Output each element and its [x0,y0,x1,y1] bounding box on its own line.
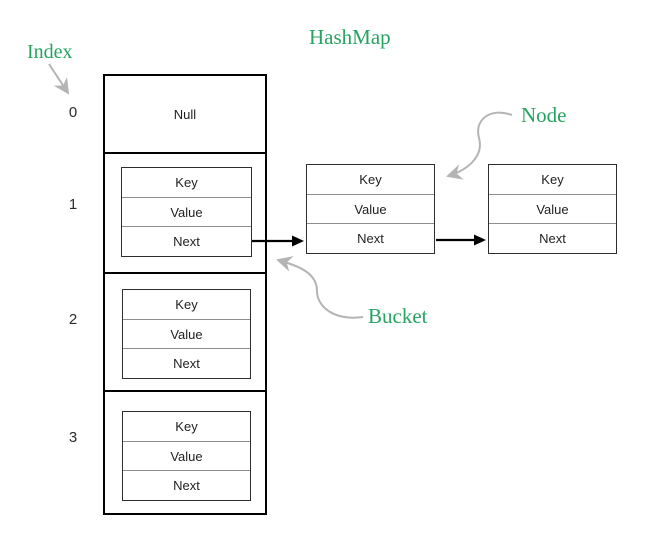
bucket-pointer-arrow [276,256,364,319]
node-next-row: Next [122,226,251,256]
node-next-row: Next [123,470,250,500]
index-number-0: 0 [68,104,78,121]
node-value-row: Value [489,193,616,224]
diagram-title: HashMap [309,25,391,49]
arrow-node1-to-node2 [436,234,486,246]
array-cell-2 [105,272,265,390]
node-key-row: Key [175,174,198,190]
bucket-node-index3: Key Value Next [122,411,251,501]
array-cell-0: Null [105,76,265,152]
node-key-row: Key [359,171,382,187]
array-cell-1 [105,152,265,272]
node-value-row: Value [122,196,251,227]
index-pointer-arrow [48,63,70,95]
chain-node-2: Key Value Next [488,164,617,254]
index-label: Index [27,41,73,63]
node-key-row: Key [175,418,198,434]
bucket-node-index1: Key Value Next [121,167,252,257]
index-number-3: 3 [68,429,78,446]
chain-node-1: Key Value Next [306,164,435,254]
node-key-row: Key [541,171,564,187]
node-key-row: Key [175,296,198,312]
node-next-row: Next [123,348,250,378]
node-next-row: Next [307,223,434,253]
node-label: Node [521,103,567,127]
node-next-row: Next [489,223,616,253]
bucket-label: Bucket [368,304,428,328]
node-value-row: Value [123,440,250,471]
index-number-1: 1 [68,196,78,213]
null-text: Null [173,106,197,122]
node-value-row: Value [123,318,250,349]
array-cell-3 [105,390,265,513]
bucket-node-index2: Key Value Next [122,289,251,379]
index-number-2: 2 [68,311,78,328]
node-value-row: Value [307,193,434,224]
